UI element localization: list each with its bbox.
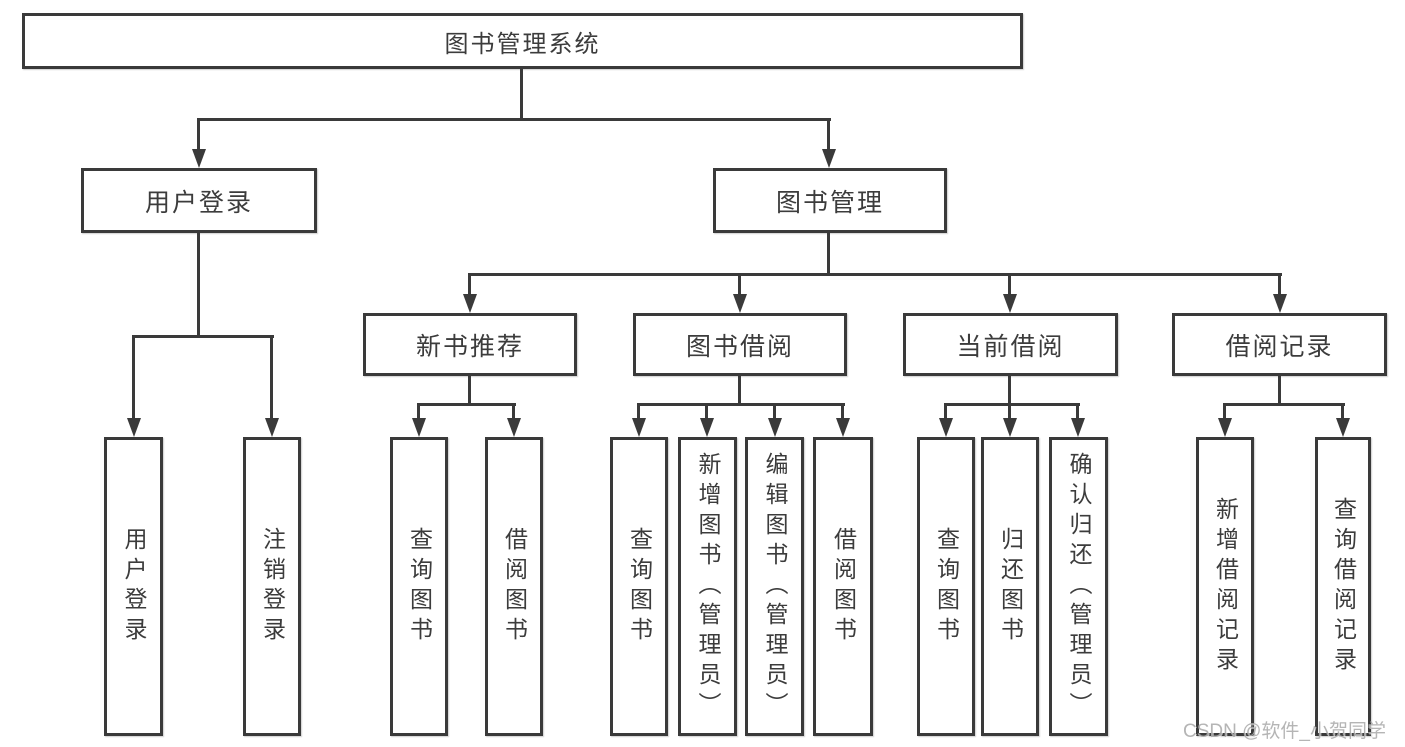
connector-user-login-stem — [197, 233, 200, 337]
connector-root-stem — [520, 69, 523, 120]
leaf-add-borrow-record-label: 新增借阅记录 — [1212, 496, 1239, 677]
arrowhead-down-leaf-borrow-recommend — [507, 418, 521, 437]
connector-borrowing-stem — [738, 376, 741, 405]
leaf-search-borrow-record: 查询借阅记录 — [1315, 437, 1371, 736]
csdn-watermark: CSDN @软件_小贺同学 — [1183, 721, 1386, 742]
arrowhead-down-leaf-search-recommend — [412, 418, 426, 437]
arrowhead-down-current-borrowing — [1003, 294, 1017, 313]
connector-drop-user-login — [197, 118, 200, 152]
leaf-search-books-recommend-label: 查询图书 — [406, 526, 433, 647]
connector-drop-new-book-recommendation — [468, 273, 471, 296]
leaf-user-login: 用户登录 — [104, 437, 163, 736]
connector-drop-leaf-search-borrowing — [637, 403, 640, 421]
node-book-borrowing-label: 图书借阅 — [685, 332, 794, 361]
connector-borrowing-crossbar — [637, 403, 845, 406]
leaf-search-books-current: 查询图书 — [917, 437, 975, 736]
arrowhead-down-leaf-add-record — [1218, 418, 1232, 437]
leaf-search-borrow-record-label: 查询借阅记录 — [1330, 496, 1357, 677]
connector-drop-leaf-confirm-return — [1076, 403, 1079, 421]
leaf-confirm-return-admin: 确认归还（管理员） — [1049, 437, 1108, 736]
arrowhead-down-leaf-edit-book — [768, 418, 782, 437]
node-current-borrowing: 当前借阅 — [903, 313, 1118, 376]
arrowhead-down-leaf-add-book — [700, 418, 714, 437]
connector-drop-leaf-search-current — [944, 403, 947, 421]
leaf-borrow-books-borrowing: 借阅图书 — [813, 437, 873, 736]
leaf-borrow-books-borrowing-label: 借阅图书 — [830, 526, 857, 647]
connector-user-login-crossbar — [132, 335, 274, 338]
connector-drop-leaf-return-books — [1008, 403, 1011, 421]
connector-drop-leaf-search-record — [1341, 403, 1344, 421]
connector-drop-book-management — [827, 118, 830, 152]
node-book-management: 图书管理 — [713, 168, 947, 233]
connector-drop-leaf-user-login — [132, 335, 135, 421]
connector-current-stem — [1008, 376, 1011, 405]
leaf-confirm-return-admin-label: 确认归还（管理员） — [1066, 451, 1092, 722]
connector-recommendation-stem — [468, 376, 471, 405]
leaf-edit-book-admin: 编辑图书（管理员） — [745, 437, 804, 736]
leaf-search-books-current-label: 查询图书 — [933, 526, 960, 647]
connector-current-crossbar — [944, 403, 1080, 406]
connector-root-crossbar — [197, 118, 831, 121]
leaf-add-borrow-record: 新增借阅记录 — [1196, 437, 1254, 736]
node-book-management-label: 图书管理 — [775, 188, 884, 217]
node-new-book-recommendation-label: 新书推荐 — [415, 332, 524, 361]
leaf-search-books-borrowing-label: 查询图书 — [626, 526, 653, 647]
connector-drop-leaf-borrow-borrowing — [841, 403, 844, 421]
connector-drop-leaf-search-recommend — [417, 403, 420, 421]
leaf-borrow-books-recommend-label: 借阅图书 — [501, 526, 528, 647]
leaf-add-book-admin-label: 新增图书（管理员） — [695, 451, 721, 722]
node-new-book-recommendation: 新书推荐 — [363, 313, 577, 376]
connector-book-management-stem — [827, 233, 830, 276]
connector-records-stem — [1278, 376, 1281, 405]
leaf-user-login-label: 用户登录 — [121, 526, 147, 647]
connector-recommendation-crossbar — [417, 403, 516, 406]
node-user-login-label: 用户登录 — [144, 188, 253, 217]
node-book-borrowing: 图书借阅 — [633, 313, 847, 376]
arrowhead-down-borrowing-records — [1273, 294, 1287, 313]
leaf-borrow-books-recommend: 借阅图书 — [485, 437, 543, 736]
arrowhead-down-book-borrowing — [733, 294, 747, 313]
arrowhead-down-leaf-search-borrowing — [632, 418, 646, 437]
leaf-add-book-admin: 新增图书（管理员） — [678, 437, 737, 736]
connector-records-crossbar — [1223, 403, 1345, 406]
leaf-return-books: 归还图书 — [981, 437, 1039, 736]
arrowhead-down-leaf-borrow-borrowing — [836, 418, 850, 437]
connector-drop-borrowing-records — [1278, 273, 1281, 296]
connector-drop-leaf-logout — [270, 335, 273, 421]
arrowhead-down-user-login — [192, 149, 206, 168]
connector-drop-leaf-add-record — [1223, 403, 1226, 421]
arrowhead-down-leaf-user-login — [127, 418, 141, 437]
arrowhead-down-leaf-return-books — [1003, 418, 1017, 437]
arrowhead-down-leaf-logout — [265, 418, 279, 437]
connector-book-management-crossbar — [468, 273, 1282, 276]
leaf-search-books-borrowing: 查询图书 — [610, 437, 668, 736]
connector-drop-leaf-add-book — [705, 403, 708, 421]
leaf-logout-label: 注销登录 — [259, 526, 286, 647]
leaf-logout: 注销登录 — [243, 437, 301, 736]
arrowhead-down-new-book-recommendation — [463, 294, 477, 313]
connector-drop-current-borrowing — [1008, 273, 1011, 296]
leaf-return-books-label: 归还图书 — [997, 526, 1024, 647]
node-root-library-management-system: 图书管理系统 — [22, 13, 1023, 69]
connector-drop-leaf-edit-book — [773, 403, 776, 421]
node-borrowing-records: 借阅记录 — [1172, 313, 1387, 376]
arrowhead-down-leaf-search-record — [1336, 418, 1350, 437]
connector-drop-book-borrowing — [738, 273, 741, 296]
arrowhead-down-leaf-search-current — [939, 418, 953, 437]
arrowhead-down-leaf-confirm-return — [1071, 418, 1085, 437]
connector-drop-leaf-borrow-recommend — [512, 403, 515, 421]
arrowhead-down-book-management — [822, 149, 836, 168]
node-current-borrowing-label: 当前借阅 — [956, 332, 1065, 361]
node-root-label: 图书管理系统 — [444, 30, 601, 58]
node-user-login: 用户登录 — [81, 168, 317, 233]
node-borrowing-records-label: 借阅记录 — [1225, 332, 1334, 361]
leaf-edit-book-admin-label: 编辑图书（管理员） — [762, 451, 788, 722]
leaf-search-books-recommend: 查询图书 — [390, 437, 448, 736]
